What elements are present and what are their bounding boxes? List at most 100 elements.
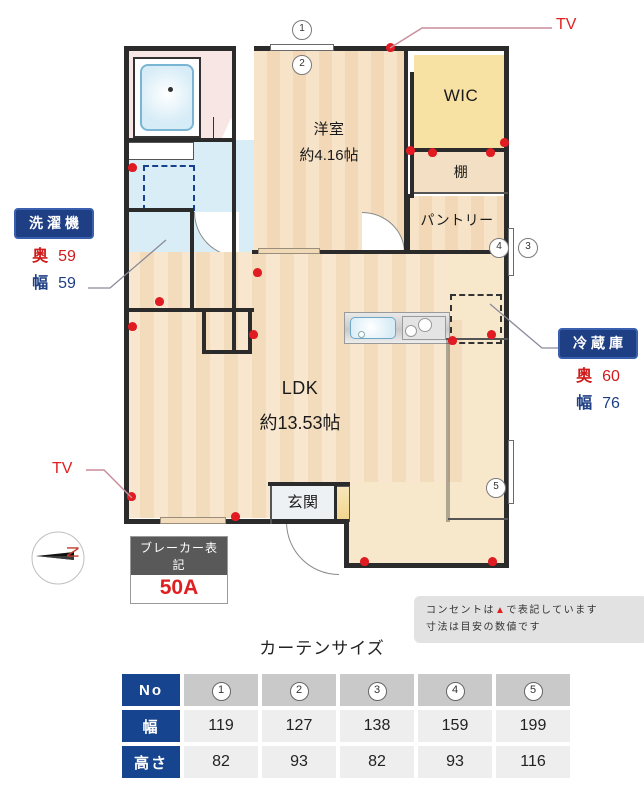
wall-bath-bottom xyxy=(126,138,232,142)
wall-kitchen-nook-bottom xyxy=(446,338,508,340)
curtain-marker-3: 3 xyxy=(518,238,538,258)
room-wic-fill xyxy=(414,55,508,150)
room-shelf-fill xyxy=(414,152,508,194)
wall-bath-right xyxy=(232,46,236,354)
compass-north-label: N xyxy=(63,545,83,559)
refrigerator-space xyxy=(450,294,502,344)
outlet-marker xyxy=(155,297,164,306)
outlet-marker xyxy=(500,138,509,147)
fridge-depth-label: 奥 xyxy=(576,368,593,385)
outlet-marker xyxy=(231,512,240,521)
wall-wic-bottom xyxy=(410,148,508,152)
shoe-cabinet-icon xyxy=(336,486,350,522)
ldk-left-fill xyxy=(126,354,254,518)
ldk-lower-right-fill xyxy=(348,482,508,568)
room-size-ldk: 約13.53帖 xyxy=(259,413,341,433)
compass-icon: N xyxy=(30,530,86,586)
wall-left-outer xyxy=(124,46,129,524)
outlet-marker xyxy=(253,268,262,277)
washing-machine-space xyxy=(143,165,195,211)
room-label-genkan: 玄関 xyxy=(272,491,334,512)
table-row-no: No 1 2 3 4 5 xyxy=(122,674,570,706)
wall-top-main xyxy=(254,46,508,51)
row-header-no: No xyxy=(122,674,180,706)
table-row-height: 高さ 82 93 82 93 116 xyxy=(122,746,570,778)
outlet-marker xyxy=(487,330,496,339)
table-cell-no-2: 2 xyxy=(262,674,336,706)
floor-plan: 1 2 3 4 5 洋室 約4.16帖 WIC 棚 パントリー LDK 約13.… xyxy=(8,16,644,643)
room-size-yoshitsu: 約4.16帖 xyxy=(299,147,359,164)
curtain-marker-2: 2 xyxy=(292,55,312,75)
outlet-marker xyxy=(488,557,497,566)
outlet-marker xyxy=(360,557,369,566)
wall-yoshitsu-bottom xyxy=(252,250,408,254)
curtain-size-table: No 1 2 3 4 5 幅 119 127 138 159 199 高さ 82… xyxy=(118,670,574,782)
table-cell-height-5: 116 xyxy=(496,746,570,778)
fridge-title: 冷蔵庫 xyxy=(558,328,638,359)
table-cell-no-4: 4 xyxy=(418,674,492,706)
curtain-marker-1: 1 xyxy=(292,20,312,40)
kitchen-sink-icon xyxy=(350,317,396,339)
wall-pantry-bottom xyxy=(406,250,508,254)
room-name-genkan: 玄関 xyxy=(287,494,319,511)
bathtub-drain-icon xyxy=(168,87,173,92)
outlet-marker xyxy=(127,492,136,501)
curtain-number-4: 4 xyxy=(445,681,465,701)
wall-pantry-left xyxy=(406,194,410,254)
legend-note-prefix: コンセントは xyxy=(426,605,495,616)
curtain-number-1: 1 xyxy=(211,681,231,701)
table-cell-height-1: 82 xyxy=(184,746,258,778)
washer-title: 洗濯機 xyxy=(14,208,94,239)
ldk-kitchen-nook-fill xyxy=(448,252,508,320)
wall-shelf-left xyxy=(410,148,414,198)
wall-sink-left xyxy=(202,310,206,354)
curtain-number-3: 3 xyxy=(367,681,387,701)
outlet-marker xyxy=(448,336,457,345)
outlet-marker xyxy=(406,146,415,155)
room-name-wic: WIC xyxy=(443,86,479,105)
legend-note: コンセントは▲で表記しています 寸法は目安の数値です xyxy=(414,596,644,643)
wall-entry-step xyxy=(344,519,349,568)
room-label-wic: WIC xyxy=(414,86,508,106)
washer-depth-value: 59 xyxy=(58,248,76,265)
fridge-width-value: 76 xyxy=(602,395,620,412)
room-name-ldk: LDK xyxy=(281,378,319,398)
outlet-marker xyxy=(249,330,258,339)
outlet-symbol-icon: ▲ xyxy=(495,605,507,616)
wall-washroom-bottom xyxy=(126,308,254,312)
washer-width-label: 幅 xyxy=(32,275,49,292)
wall-bottom-left xyxy=(124,519,348,524)
wall-toilet-top xyxy=(126,208,194,212)
table-cell-width-3: 138 xyxy=(340,710,414,742)
washer-width-value: 59 xyxy=(58,275,76,292)
room-label-yoshitsu: 洋室 約4.16帖 xyxy=(254,118,404,165)
fridge-depth-value: 60 xyxy=(602,368,620,385)
curtain-number-5: 5 xyxy=(523,681,543,701)
wall-genkan-top xyxy=(268,482,350,486)
breaker-title: ブレーカー表記 xyxy=(131,537,227,575)
room-genkan-fill xyxy=(272,486,336,522)
table-cell-no-3: 3 xyxy=(340,674,414,706)
room-label-pantry: パントリー xyxy=(400,210,514,230)
bathtub-icon xyxy=(140,64,194,131)
sill-yoshitsu xyxy=(258,248,320,254)
room-name-pantry: パントリー xyxy=(420,212,494,228)
wall-toilet-right xyxy=(190,208,194,312)
legend-note-line2: 寸法は目安の数値です xyxy=(426,621,541,633)
stove-burner-1-icon xyxy=(405,325,417,337)
window-right-5 xyxy=(508,440,514,504)
wall-ldk-right-soft xyxy=(446,340,450,522)
outlet-marker xyxy=(128,322,137,331)
breaker-value: 50A xyxy=(159,576,199,599)
washer-width-row: 幅 59 xyxy=(8,269,100,293)
table-cell-width-5: 199 xyxy=(496,710,570,742)
room-label-shelf: 棚 xyxy=(414,162,508,182)
wall-right-upper xyxy=(504,46,509,276)
window-top-1 xyxy=(270,44,334,51)
table-cell-width-1: 119 xyxy=(184,710,258,742)
curtain-marker-4: 4 xyxy=(489,238,509,258)
outlet-marker xyxy=(486,148,495,157)
outlet-marker xyxy=(428,148,437,157)
